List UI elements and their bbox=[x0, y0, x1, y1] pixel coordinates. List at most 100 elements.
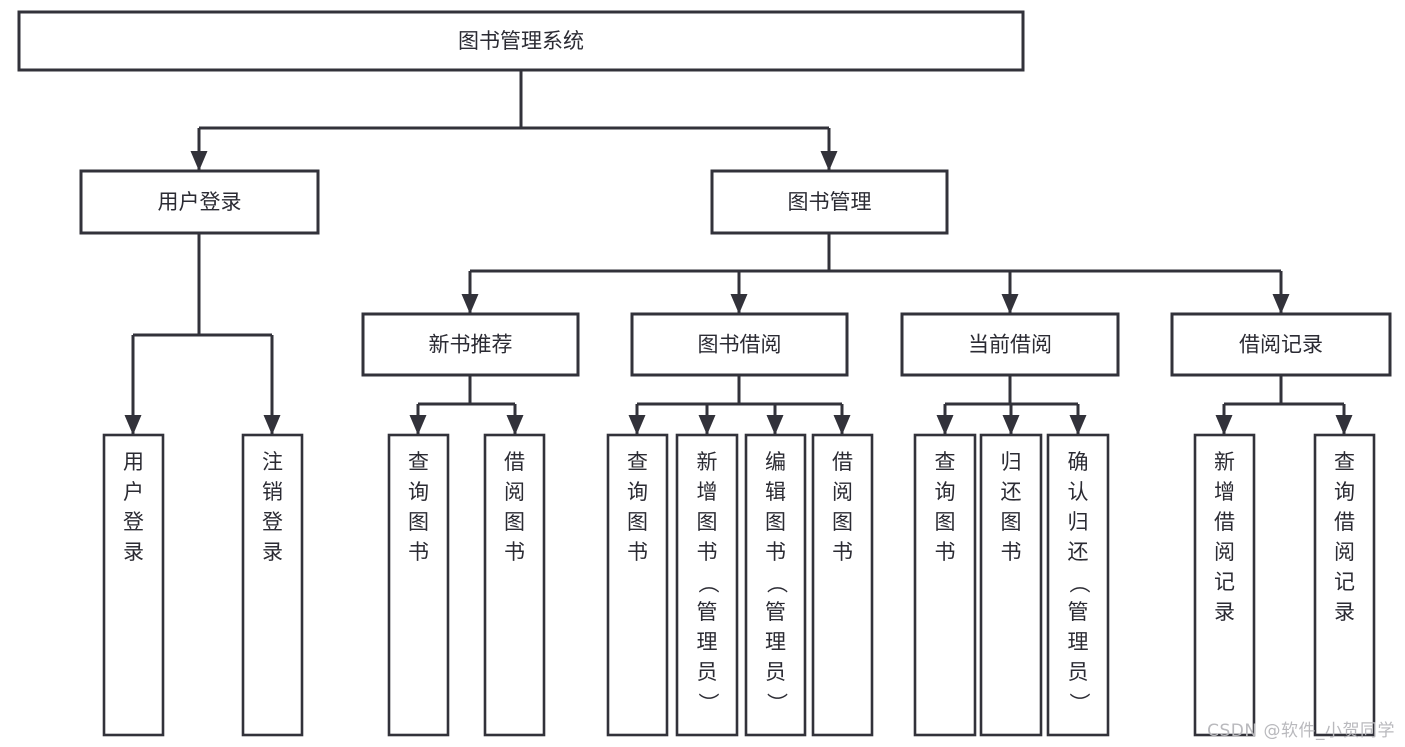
arrow-head-icon bbox=[698, 415, 716, 435]
node-label-char: 书 bbox=[504, 540, 525, 564]
arrow-head-icon bbox=[1215, 415, 1233, 435]
node-label-char: 归 bbox=[1068, 510, 1089, 534]
node-box bbox=[979, 433, 1043, 737]
node-label: 借阅记录 bbox=[1239, 333, 1323, 357]
node-label-char: 借 bbox=[1214, 510, 1235, 534]
node-label-char: 归 bbox=[1001, 450, 1022, 474]
node-book-borrow[interactable]: 图书借阅 bbox=[630, 312, 849, 377]
node-label-char: 阅 bbox=[504, 480, 525, 504]
node-label-char: 图 bbox=[765, 510, 786, 534]
node-label: 图书管理系统 bbox=[458, 29, 584, 53]
node-label-char: 编 bbox=[765, 450, 786, 474]
arrow-head-icon bbox=[833, 415, 851, 435]
node-label-char: 户 bbox=[123, 480, 144, 504]
node-root[interactable]: 图书管理系统 bbox=[17, 10, 1025, 72]
arrow-head-icon bbox=[1272, 294, 1290, 314]
node-label-char: 认 bbox=[1068, 480, 1089, 504]
arrow-head-icon bbox=[409, 415, 427, 435]
node-label-char: 录 bbox=[1214, 600, 1235, 624]
node-box bbox=[483, 433, 546, 737]
nodes-layer: 图书管理系统用户登录图书管理新书推荐图书借阅当前借阅借阅记录用户登录注销登录查询… bbox=[17, 10, 1392, 737]
node-box bbox=[1046, 433, 1110, 737]
arrow-head-icon bbox=[190, 151, 208, 171]
arrow-head-icon bbox=[936, 415, 954, 435]
node-label-char: （ bbox=[696, 573, 720, 594]
node-box bbox=[710, 169, 949, 235]
node-label-char: 管 bbox=[765, 600, 786, 624]
node-label-char: ） bbox=[765, 693, 789, 714]
arrow-head-icon bbox=[766, 415, 784, 435]
node-label-char: 录 bbox=[1334, 600, 1355, 624]
node-label-char: 员 bbox=[697, 660, 718, 684]
node-label-char: 销 bbox=[262, 480, 283, 504]
node-box bbox=[630, 312, 849, 377]
connector-group-user-login bbox=[124, 233, 281, 435]
node-label: 用户登录 bbox=[158, 190, 242, 214]
node-label: 当前借阅 bbox=[968, 333, 1052, 357]
connector-group-borrow-record bbox=[1215, 375, 1353, 435]
node-book-manage[interactable]: 图书管理 bbox=[710, 169, 949, 235]
node-label-char: 查 bbox=[627, 450, 648, 474]
node-label: 新书推荐 bbox=[429, 333, 513, 357]
node-label-char: 图 bbox=[627, 510, 648, 534]
arrow-head-icon bbox=[124, 415, 142, 435]
node-label-char: 辑 bbox=[765, 480, 786, 504]
node-label-char: 阅 bbox=[1214, 540, 1235, 564]
node-box bbox=[361, 312, 580, 377]
arrow-head-icon bbox=[263, 415, 281, 435]
node-label-char: 阅 bbox=[1334, 540, 1355, 564]
node-borrow-record[interactable]: 借阅记录 bbox=[1170, 312, 1392, 377]
arrow-head-icon bbox=[461, 294, 479, 314]
node-label-char: （ bbox=[1067, 573, 1091, 594]
node-current-borrow[interactable]: 当前借阅 bbox=[900, 312, 1120, 377]
node-label-char: 理 bbox=[1068, 630, 1089, 654]
node-label-char: 询 bbox=[627, 480, 648, 504]
node-label-char: 书 bbox=[408, 540, 429, 564]
node-label-char: 图 bbox=[504, 510, 525, 534]
node-label-char: 查 bbox=[935, 450, 956, 474]
node-label-char: 注 bbox=[262, 450, 283, 474]
node-label-char: 图 bbox=[832, 510, 853, 534]
node-label-char: 记 bbox=[1214, 570, 1235, 594]
connector-group-new-book-rec bbox=[409, 375, 524, 435]
node-new-book-rec[interactable]: 新书推荐 bbox=[361, 312, 580, 377]
arrow-head-icon bbox=[820, 151, 838, 171]
node-box bbox=[79, 169, 320, 235]
node-box bbox=[744, 433, 807, 737]
node-box bbox=[1313, 433, 1376, 737]
node-label-char: 增 bbox=[1214, 480, 1235, 504]
node-box bbox=[1170, 312, 1392, 377]
node-label-char: 登 bbox=[123, 510, 144, 534]
node-label-char: 录 bbox=[262, 540, 283, 564]
node-label-char: 还 bbox=[1068, 540, 1089, 564]
node-box bbox=[606, 433, 669, 737]
node-label-char: 询 bbox=[1334, 480, 1355, 504]
node-label-char: 借 bbox=[832, 450, 853, 474]
node-leaf-user-login[interactable]: 用户登录 bbox=[102, 433, 165, 737]
node-label-char: 新 bbox=[1214, 450, 1235, 474]
connector-group-root bbox=[190, 70, 838, 171]
arrow-head-icon bbox=[1069, 415, 1087, 435]
node-label: 图书管理 bbox=[788, 190, 872, 214]
node-box bbox=[387, 433, 450, 737]
node-label-char: 查 bbox=[408, 450, 429, 474]
arrow-head-icon bbox=[628, 415, 646, 435]
node-user-login[interactable]: 用户登录 bbox=[79, 169, 320, 235]
node-label-char: ） bbox=[696, 693, 720, 714]
node-label-char: 录 bbox=[123, 540, 144, 564]
node-box bbox=[241, 433, 304, 737]
node-label-char: 阅 bbox=[832, 480, 853, 504]
